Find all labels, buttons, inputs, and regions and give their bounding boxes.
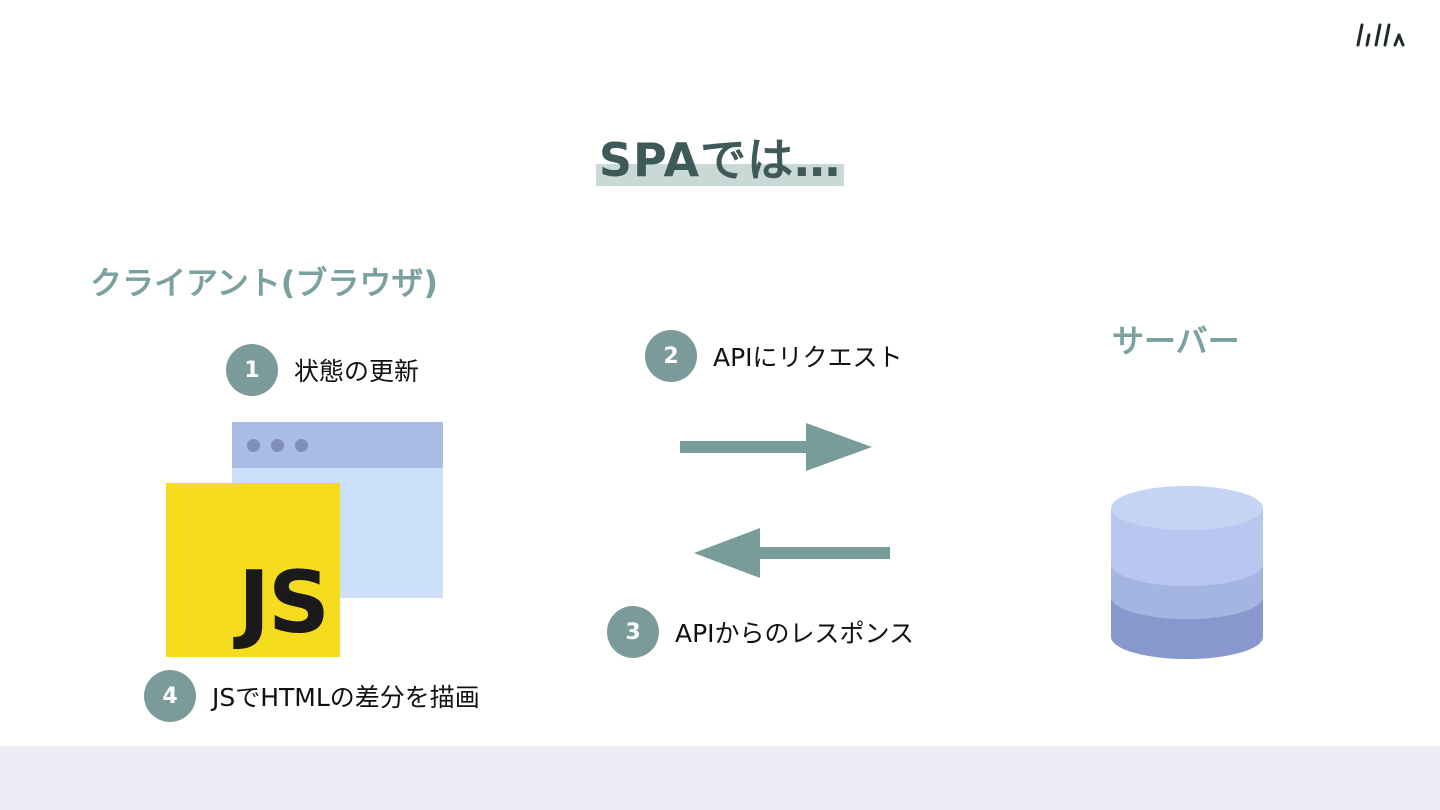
step-label: APIにリクエスト (713, 343, 903, 372)
window-dot (295, 439, 308, 452)
js-logo-text: JS (238, 553, 330, 653)
slide-title-block: SPAでは… (0, 128, 1440, 192)
step-label: 状態の更新 (294, 357, 420, 386)
arrow-right-icon (680, 423, 872, 471)
window-dot (247, 439, 260, 452)
step-number-badge: 3 (607, 606, 659, 658)
slide-title: SPAでは… (598, 133, 842, 187)
step-label: APIからのレスポンス (675, 619, 915, 648)
javascript-logo-icon: JS (166, 483, 340, 657)
step-1: 1 状態の更新 (226, 344, 419, 396)
step-4: 4 JSでHTMLの差分を描画 (144, 670, 480, 722)
step-number-badge: 2 (645, 330, 697, 382)
server-heading: サーバー (1112, 322, 1240, 360)
arrow-left-icon (694, 528, 890, 578)
step-2: 2 APIにリクエスト (645, 330, 903, 382)
title-highlight (596, 164, 844, 186)
database-icon (1111, 486, 1263, 659)
client-heading: クライアント(ブラウザ) (90, 264, 438, 302)
window-dot (271, 439, 284, 452)
brand-logo-icon (1352, 22, 1406, 48)
footer-band (0, 746, 1440, 810)
step-3: 3 APIからのレスポンス (607, 606, 914, 658)
browser-title-bar (232, 422, 443, 468)
step-number-badge: 1 (226, 344, 278, 396)
step-label: JSでHTMLの差分を描画 (212, 683, 480, 712)
step-number-badge: 4 (144, 670, 196, 722)
